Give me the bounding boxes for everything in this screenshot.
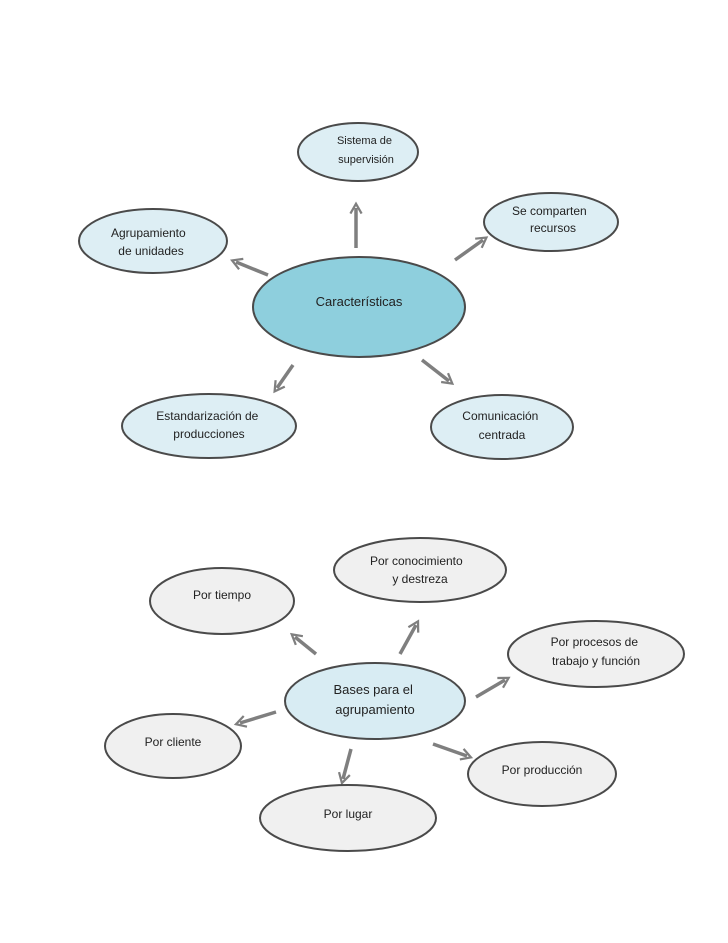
tiempo-line-1: Por tiempo xyxy=(193,588,251,602)
node-sistema xyxy=(297,122,419,182)
cliente-line-1: Por cliente xyxy=(145,735,202,749)
estandarizacion-line-1: Estandarización de xyxy=(156,409,258,423)
sistema-line-1: Sistema de xyxy=(337,135,392,147)
comunicacion-line-2: centrada xyxy=(479,428,526,442)
cliente-label: Por cliente xyxy=(145,735,202,749)
procesos-line-1: Por procesos de xyxy=(551,635,639,649)
lugar-line-1: Por lugar xyxy=(324,807,373,821)
node-conocimiento xyxy=(333,537,507,603)
node-cliente xyxy=(104,713,242,779)
arrow-to-comunicacion xyxy=(420,358,455,385)
diagram-characteristics: Características Sistema de supervisión S… xyxy=(78,122,619,460)
center-label: Características xyxy=(316,294,403,309)
arrow-to-produccion xyxy=(432,742,474,761)
procesos-label: Por procesos de trabajo y función xyxy=(551,635,642,668)
node-produccion xyxy=(467,741,617,807)
sistema-line-2: supervisión xyxy=(338,154,394,166)
produccion-line-1: Por producción xyxy=(502,763,583,777)
lugar-label: Por lugar xyxy=(324,807,373,821)
agrupamiento-line-1: Agrupamiento xyxy=(111,226,186,240)
arrow-to-estandarizacion xyxy=(273,364,295,394)
bases-line-2: agrupamiento xyxy=(335,702,415,717)
sistema-label: Sistema de supervisión xyxy=(337,135,395,166)
arrow-to-comparten xyxy=(453,236,489,262)
node-tiempo xyxy=(149,567,295,635)
arrow-to-procesos xyxy=(475,676,511,699)
node-comunicacion xyxy=(430,394,574,460)
conocimiento-line-1: Por conocimiento xyxy=(370,554,463,568)
diagram-bases-agrupamiento: Bases para el agrupamiento Por conocimie… xyxy=(104,537,685,852)
estandarizacion-label: Estandarización de producciones xyxy=(156,409,261,441)
node-center-bases xyxy=(284,662,466,740)
comparten-label: Se comparten recursos xyxy=(512,204,590,235)
node-estandarizacion xyxy=(121,393,297,459)
arrow-to-agrupamiento xyxy=(230,257,269,277)
agrupamiento-label: Agrupamiento de unidades xyxy=(111,226,189,258)
bases-label: Bases para el agrupamiento xyxy=(333,682,416,717)
conocimiento-line-2: y destreza xyxy=(392,572,448,586)
arrow-to-lugar xyxy=(337,748,353,786)
comparten-line-2: recursos xyxy=(530,221,576,235)
comunicacion-line-1: Comunicación xyxy=(462,409,538,423)
bases-line-1: Bases para el xyxy=(333,682,413,697)
node-procesos xyxy=(507,620,685,688)
node-lugar xyxy=(259,784,437,852)
arrow-to-cliente xyxy=(233,710,277,728)
tiempo-label: Por tiempo xyxy=(193,588,251,602)
produccion-label: Por producción xyxy=(502,763,583,777)
arrow-to-tiempo xyxy=(289,632,318,656)
comparten-line-1: Se comparten xyxy=(512,204,587,218)
node-comparten xyxy=(483,192,619,252)
estandarizacion-line-2: producciones xyxy=(173,427,244,441)
comunicacion-label: Comunicación centrada xyxy=(462,409,541,442)
conocimiento-label: Por conocimiento y destreza xyxy=(370,554,466,586)
center-line-1: Características xyxy=(316,294,403,309)
node-agrupamiento xyxy=(78,208,228,274)
procesos-line-2: trabajo y función xyxy=(552,654,640,668)
node-center-caracteristicas xyxy=(252,256,466,358)
arrow-to-conocimiento xyxy=(398,619,420,655)
agrupamiento-line-2: de unidades xyxy=(118,244,183,258)
